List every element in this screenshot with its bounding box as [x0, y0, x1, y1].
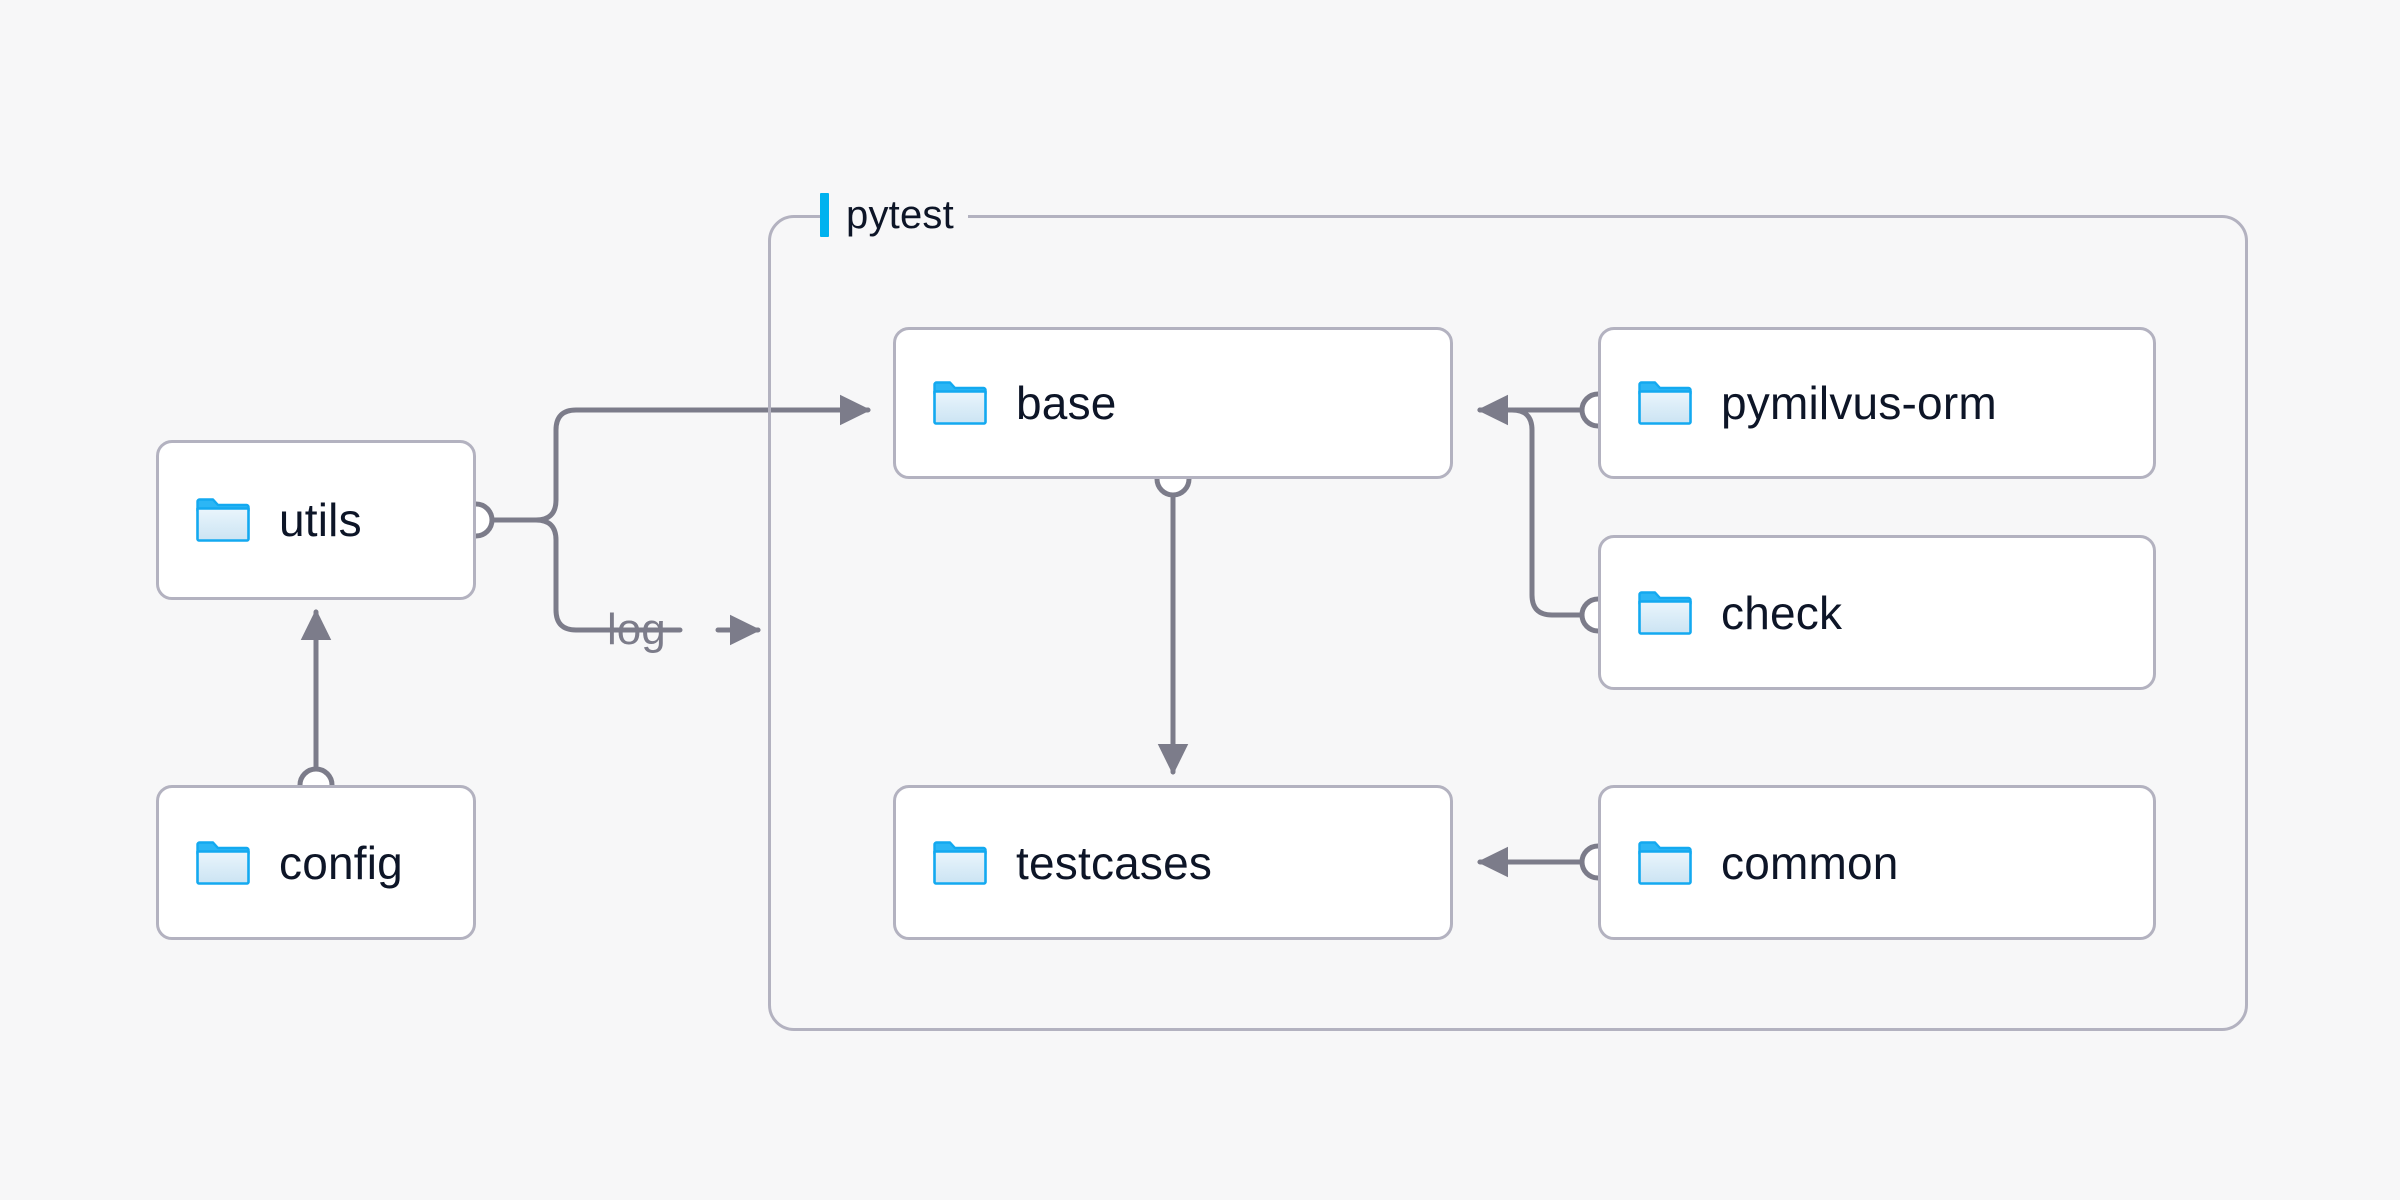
edge-config-to-utils — [297, 608, 335, 804]
node-base[interactable]: base — [893, 327, 1453, 479]
node-label: base — [1016, 377, 1117, 429]
node-pymilvus-orm[interactable]: pymilvus-orm — [1598, 327, 2156, 479]
group-pytest — [768, 215, 2248, 1031]
node-label: utils — [279, 494, 362, 546]
folder-icon — [933, 381, 987, 425]
folder-icon — [1638, 590, 1692, 635]
folder-icon — [1638, 840, 1692, 885]
folder-icon — [196, 840, 250, 885]
node-label: check — [1721, 586, 1843, 639]
folder-icon — [196, 498, 250, 542]
node-check[interactable]: check — [1598, 535, 2156, 690]
folder-icon — [1638, 381, 1692, 425]
node-label: pymilvus-orm — [1721, 377, 1997, 429]
node-config[interactable]: config — [156, 785, 476, 940]
edge-label-log: log — [607, 605, 666, 654]
node-label: config — [279, 836, 403, 889]
folder-icon — [933, 840, 987, 885]
group-pytest-label: pytest — [820, 193, 968, 237]
node-label: testcases — [1016, 836, 1213, 889]
node-common[interactable]: common — [1598, 785, 2156, 940]
group-title-text: pytest — [846, 193, 954, 237]
node-label: common — [1721, 836, 1899, 889]
node-utils[interactable]: utils — [156, 440, 476, 600]
group-accent-bar — [820, 193, 829, 237]
node-testcases[interactable]: testcases — [893, 785, 1453, 940]
